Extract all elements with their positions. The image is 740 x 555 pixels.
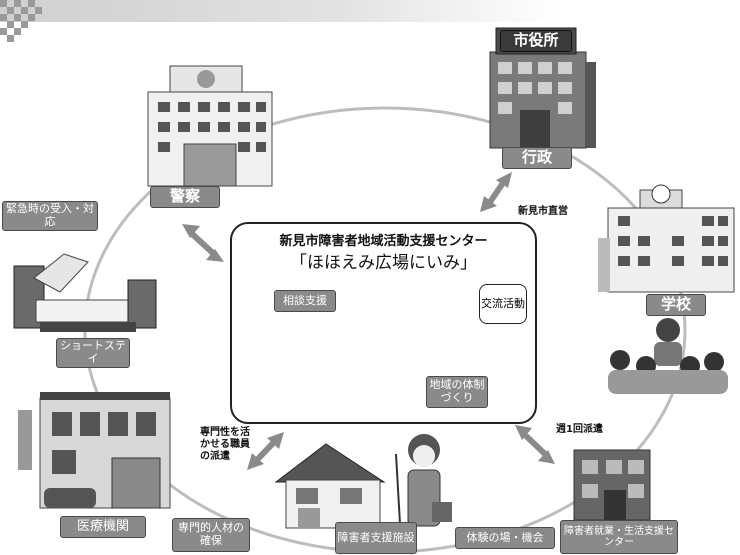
arrow-facility [247, 432, 284, 470]
center-box: 新見市障害者地域活動支援センター 「ほほえみ広場にいみ」 相談支援 交流活動 地… [230, 222, 537, 424]
children-illustration [608, 318, 728, 394]
center-name: 「ほほえみ広場にいみ」 [290, 253, 477, 273]
short-stay-label: ショートステイ [56, 338, 130, 368]
bed-illustration [13, 253, 157, 332]
staff-dispatch-note: 専門性を活かせる職員の派遣 [200, 427, 250, 462]
city-hall-sign: 市役所 [500, 30, 572, 52]
exchange-bubble: 交流活動 [479, 284, 527, 324]
center-title: 新見市障害者地域活動支援センター [279, 234, 488, 249]
consult-label: 相談支援 [274, 290, 336, 312]
city-direct-note: 新見市直営 [518, 206, 568, 217]
employment-building [573, 449, 651, 521]
arrow-admin [480, 172, 512, 212]
community-label: 地域の体制づくり [426, 376, 488, 408]
staffing-label: 専門的人材の確保 [172, 518, 250, 552]
police-label: 警察 [150, 186, 220, 208]
admin-label: 行政 [502, 147, 572, 169]
medical-label: 医療機関 [60, 516, 146, 538]
employment-label: 障害者就業・生活支援センター [560, 520, 678, 554]
school-building [598, 184, 735, 293]
weekly-dispatch-note: 週1回派遣 [556, 424, 603, 435]
emergency-label: 緊急時の受入・対応 [2, 201, 98, 231]
worker-illustration [395, 434, 452, 527]
disability-facility-label: 障害者支援施設 [335, 522, 417, 554]
header-gradient-bar [0, 0, 560, 22]
house-building [274, 443, 386, 529]
arrow-police [182, 224, 224, 262]
checker-decoration [0, 0, 52, 46]
experience-label: 体験の場・機会 [455, 527, 555, 549]
arrow-employment [515, 425, 555, 464]
school-label: 学校 [646, 294, 706, 316]
hospital-building [18, 392, 171, 509]
police-building [147, 65, 273, 187]
